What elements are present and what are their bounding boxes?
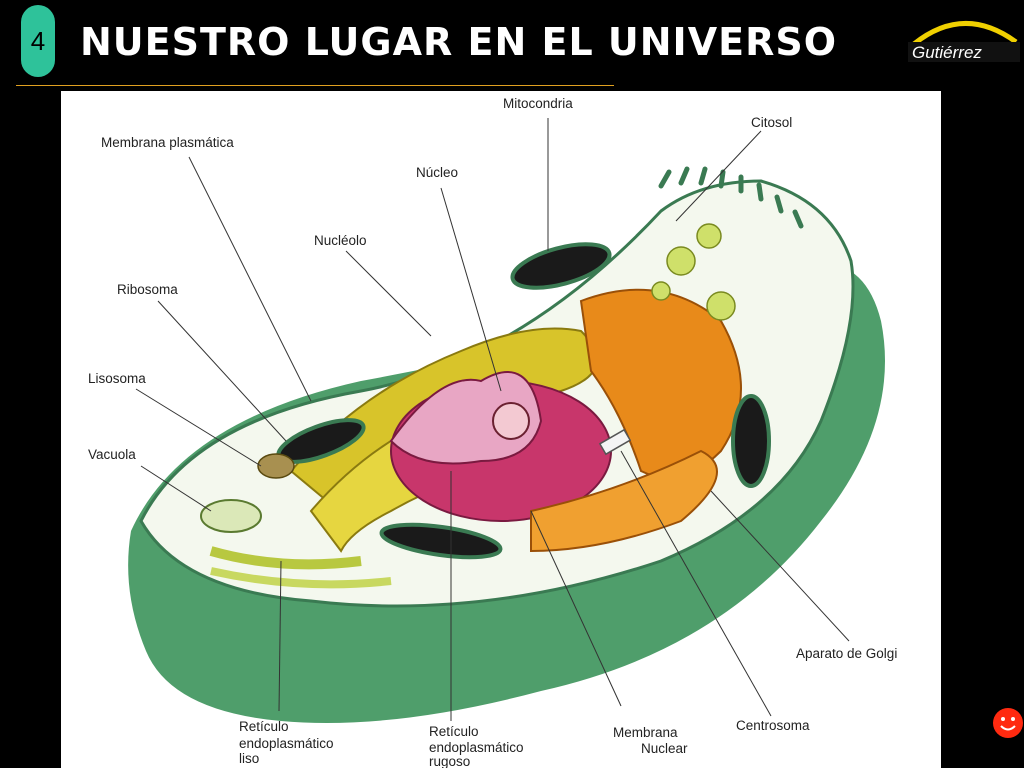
nucleus-interior (389, 371, 543, 465)
leader-vacuola (140, 465, 212, 512)
label-citosol: Citosol (751, 115, 793, 130)
gutierrez-logo: Gutiérrez (906, 14, 1022, 66)
label-membrana-nuclear-line2: Nuclear (641, 741, 688, 756)
mitochondrion-2 (731, 394, 771, 488)
label-ret-liso-line1: Retículo (239, 719, 289, 734)
cell-diagram-panel: Mitocondria Citosol Membrana plasmática … (61, 91, 941, 768)
leader-ribosoma (157, 300, 287, 442)
label-membrana-plasmatica: Membrana plasmática (101, 135, 234, 150)
smooth-er (209, 546, 362, 570)
leader-membrana-nuclear (530, 510, 622, 707)
logo-text: Gutiérrez (912, 43, 982, 62)
slide-title: NUESTRO LUGAR EN EL UNIVERSO (80, 20, 837, 64)
leader-lisosoma (135, 388, 262, 467)
label-nucleo: Núcleo (416, 165, 459, 180)
label-vacuola: Vacuola (88, 447, 136, 462)
label-ret-rugoso-line3: rugoso (429, 754, 471, 768)
lysosome (257, 453, 295, 479)
vesicle (651, 281, 671, 301)
label-ret-liso-line3: liso (239, 751, 260, 766)
leader-ret-liso (278, 560, 282, 712)
leader-membrana-plasmatica (188, 156, 312, 402)
label-ret-rugoso-line2: endoplasmático (429, 740, 524, 755)
vacuole (200, 499, 262, 533)
vesicle (696, 223, 722, 249)
label-ribosoma: Ribosoma (117, 282, 178, 297)
slide-number-badge: 4 (21, 5, 55, 77)
label-lisosoma: Lisosoma (88, 371, 146, 386)
smooth-er-2 (210, 567, 392, 589)
mitochondrion-4 (379, 522, 503, 560)
label-ret-rugoso-line1: Retículo (429, 724, 479, 739)
leader-nucleo (440, 187, 502, 392)
label-membrana-nuclear-line1: Membrana (613, 725, 678, 740)
label-aparato-golgi: Aparato de Golgi (796, 646, 898, 661)
mitochondrion-1 (510, 242, 612, 290)
leader-centrosoma (620, 450, 772, 717)
label-nucleolo: Nucléolo (314, 233, 367, 248)
vesicle (706, 291, 736, 321)
slide-number: 4 (30, 25, 46, 56)
label-mitocondria: Mitocondria (503, 96, 573, 111)
smiley-icon[interactable] (991, 706, 1024, 740)
title-underline (16, 85, 614, 86)
label-ret-liso-line2: endoplasmático (239, 736, 334, 751)
microvilli (658, 166, 804, 229)
leader-aparato-golgi (710, 490, 850, 642)
leader-citosol (675, 130, 762, 222)
nucleolus (492, 402, 530, 440)
leader-nucleolo (345, 250, 432, 337)
label-centrosoma: Centrosoma (736, 718, 810, 733)
vesicle (666, 246, 696, 276)
golgi-lower (530, 449, 718, 553)
animal-cell-illustration (128, 118, 886, 723)
centrosome (598, 428, 632, 456)
